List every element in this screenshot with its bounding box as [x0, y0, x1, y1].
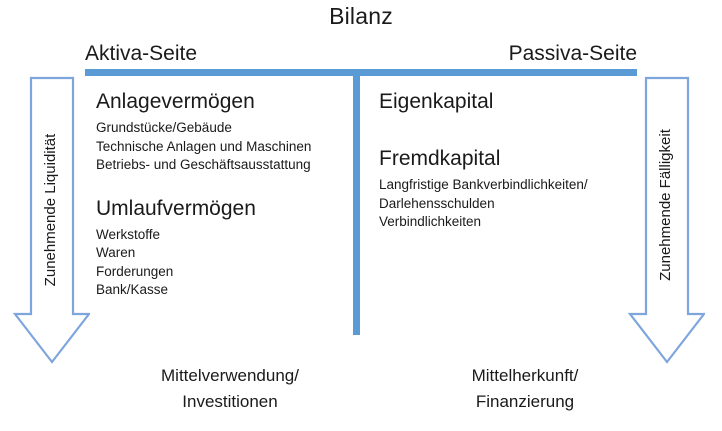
group-heading-anlagevermoegen: Anlagevermögen — [96, 90, 255, 113]
assets-column: Anlagevermögen Grundstücke/Gebäude Techn… — [96, 88, 348, 300]
list-item: Bank/Kasse — [96, 282, 169, 297]
liabilities-side-header: Passiva-Seite — [508, 42, 637, 65]
horizontal-divider-bar — [85, 69, 637, 76]
assets-caption-line2: Investitionen — [182, 392, 278, 411]
list-item: Werkstoffe — [96, 226, 161, 242]
assets-caption-line1: Mittelverwendung/ — [161, 366, 299, 385]
group-items-anlagevermoegen: Grundstücke/Gebäude Technische Anlagen u… — [96, 119, 348, 175]
maturity-arrow-label: Zunehmende Fälligkeit — [657, 129, 674, 281]
liabilities-caption: Mittelherkunft/ Finanzierung — [385, 363, 665, 415]
group-heading-umlaufvermoegen: Umlaufvermögen — [96, 196, 256, 220]
liabilities-column: Eigenkapital Fremdkapital Langfristige B… — [379, 88, 637, 232]
list-item: Grundstücke/Gebäude — [96, 120, 232, 135]
assets-caption: Mittelverwendung/ Investitionen — [90, 363, 370, 415]
liquidity-arrow: Zunehmende Liquidität — [12, 76, 90, 366]
list-item: Langfristige Bankverbindlichkeiten/ — [379, 177, 588, 192]
group-items-fremdkapital: Langfristige Bankverbindlichkeiten/ Darl… — [379, 176, 637, 232]
down-arrow-icon — [627, 76, 705, 364]
list-item: Betriebs- und Geschäftsausstattung — [96, 157, 311, 172]
list-item: Verbindlichkeiten — [379, 214, 482, 229]
liabilities-caption-line1: Mittelherkunft/ — [471, 366, 579, 385]
vertical-divider-bar — [353, 69, 360, 335]
group-heading-fremdkapital: Fremdkapital — [379, 147, 501, 170]
assets-side-header: Aktiva-Seite — [85, 42, 198, 65]
list-item: Waren — [96, 245, 136, 260]
group-heading-eigenkapital: Eigenkapital — [379, 90, 494, 113]
diagram-title: Bilanz — [329, 3, 393, 29]
liquidity-arrow-label: Zunehmende Liquidität — [42, 133, 59, 287]
list-item: Darlehensschulden — [379, 195, 495, 211]
list-item: Technische Anlagen und Maschinen — [96, 138, 312, 154]
maturity-arrow: Zunehmende Fälligkeit — [627, 76, 705, 366]
liabilities-caption-line2: Finanzierung — [475, 392, 575, 411]
list-item: Forderungen — [96, 263, 174, 279]
down-arrow-icon — [12, 76, 90, 364]
group-items-umlaufvermoegen: Werkstoffe Waren Forderungen Bank/Kasse — [96, 226, 348, 300]
